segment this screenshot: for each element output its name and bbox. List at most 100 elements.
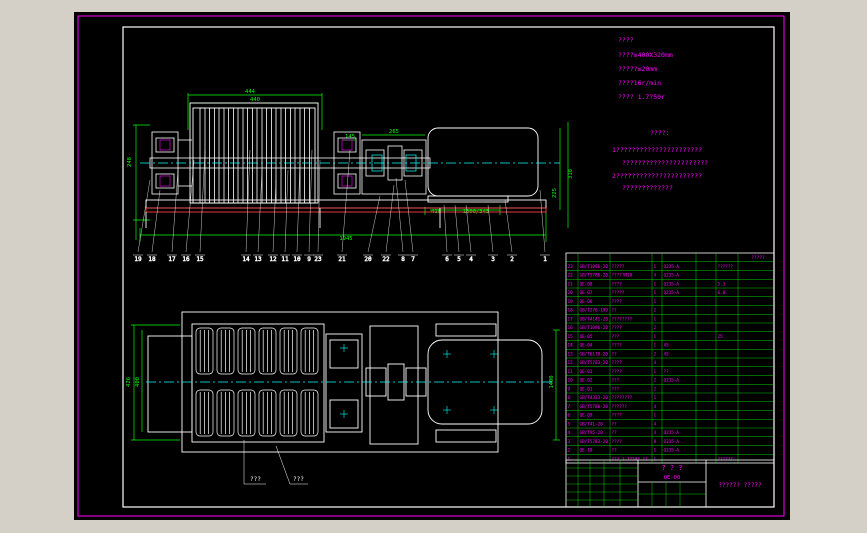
requirement-1: 1?????????????????????? bbox=[612, 146, 702, 154]
table-cell: ??? bbox=[612, 334, 620, 340]
part-balloon: 5 bbox=[457, 256, 461, 263]
title-block: ? ? ? QE-00 ?????? ????? bbox=[565, 459, 775, 508]
spec-line-4: ????16r/min bbox=[618, 79, 661, 87]
table-cell: ??? bbox=[612, 378, 620, 384]
spec-line-1: ???? bbox=[618, 36, 634, 44]
table-cell: 18 bbox=[568, 308, 574, 314]
table-cell: ???? bbox=[612, 299, 623, 305]
dim-top-440: 440 bbox=[250, 97, 260, 103]
table-cell: QE-02 bbox=[580, 378, 593, 384]
part-balloon: 21 bbox=[338, 256, 346, 263]
table-cell: 10 bbox=[568, 378, 574, 384]
table-cell: QE-08 bbox=[580, 281, 593, 287]
part-balloon: 10 bbox=[293, 256, 301, 263]
table-cell: ???? bbox=[612, 360, 623, 366]
table-cell: QE-01 bbox=[580, 386, 593, 392]
table-cell: 2 bbox=[654, 378, 657, 384]
table-cell: 1 bbox=[568, 456, 571, 462]
dim-coupling: 265 bbox=[389, 129, 399, 135]
table-cell: Q235-A bbox=[664, 264, 680, 270]
table-cell: 8 bbox=[654, 439, 657, 445]
table-cell: 6.0 bbox=[718, 290, 726, 296]
table-cell: ?? bbox=[612, 421, 618, 427]
table-cell: ???? bbox=[612, 439, 623, 445]
table-cell: QE-07 bbox=[580, 290, 593, 296]
part-balloon: 23 bbox=[314, 256, 322, 263]
table-cell: 1 bbox=[654, 395, 657, 401]
table-cell: QE-09 bbox=[580, 413, 593, 419]
top-view-callout-1: ??? bbox=[250, 476, 261, 483]
part-balloon: 15 bbox=[196, 256, 204, 263]
drawing-title: ? ? ? bbox=[661, 464, 682, 472]
table-cell: ???? bbox=[612, 281, 623, 287]
table-cell: QE-10 bbox=[580, 448, 593, 454]
table-cell: ?? bbox=[612, 430, 618, 436]
table-cell: ?? bbox=[664, 369, 670, 375]
table-cell: ?? bbox=[612, 308, 618, 314]
table-cell: 5.3 bbox=[718, 281, 726, 287]
front-view: 444 440 145 265 248 318 225 1945 1300/34… bbox=[127, 89, 574, 263]
table-cell: 1 bbox=[654, 413, 657, 419]
table-cell: Q235-A bbox=[664, 448, 680, 454]
table-cell: 1 bbox=[654, 343, 657, 349]
table-cell: Q235-A bbox=[664, 439, 680, 445]
dim-top-444: 444 bbox=[245, 89, 256, 95]
table-cell: GB/T276-199 bbox=[580, 308, 609, 314]
table-cell: ?? bbox=[612, 351, 618, 357]
requirement-4: ????????????? bbox=[622, 184, 673, 192]
table-cell: GB/T5783-20 bbox=[580, 439, 609, 445]
table-cell: QE-06 bbox=[580, 299, 593, 305]
table-cell: 4 bbox=[654, 430, 657, 436]
table-cell: ???????? bbox=[612, 316, 633, 322]
table-cell: ?????? bbox=[718, 264, 734, 270]
table-cell: 21 bbox=[568, 281, 574, 287]
table-cell: 2 bbox=[654, 386, 657, 392]
table-cell: 4 bbox=[654, 421, 657, 427]
technical-notes: ???? ????≤400X320mm ?????≤20mm ????16r/m… bbox=[612, 36, 708, 192]
dim-base-length: 1945 bbox=[339, 236, 352, 242]
part-balloon: 4 bbox=[469, 256, 473, 263]
table-cell: 6 bbox=[568, 413, 571, 419]
table-cell: ??? 1.7?50? ?? bbox=[612, 456, 649, 462]
table-cell: 1 bbox=[654, 281, 657, 287]
part-balloon: 6 bbox=[445, 256, 449, 263]
dim-right-height: 318 bbox=[568, 169, 574, 179]
requirement-2: ?????????????????????? bbox=[622, 159, 708, 167]
table-cell: 22 bbox=[568, 273, 574, 279]
table-cell: ????? bbox=[612, 264, 625, 270]
table-cell: QE-04 bbox=[580, 343, 593, 349]
table-cell: GB/T6170-20 bbox=[580, 351, 609, 357]
table-cell: Q235-A bbox=[664, 281, 680, 287]
top-view: 426 400 1400 bbox=[126, 311, 560, 485]
table-cell: 45 bbox=[664, 351, 670, 357]
table-cell: 13 bbox=[568, 351, 574, 357]
table-cell: ??? bbox=[612, 386, 620, 392]
table-cell: 1 bbox=[654, 290, 657, 296]
table-cell: GB/T4323-20 bbox=[580, 395, 609, 401]
drawing-number: QE-00 bbox=[664, 475, 681, 481]
table-cell: 11 bbox=[568, 369, 574, 375]
part-balloon: 12 bbox=[269, 256, 277, 263]
table-cell: Q235-A bbox=[664, 378, 680, 384]
spec-line-5: ???? 1.7?50r bbox=[618, 93, 665, 101]
part-balloon: 22 bbox=[382, 256, 390, 263]
table-cell: GB/T5783-20 bbox=[580, 360, 609, 366]
part-balloon: 2 bbox=[510, 256, 514, 263]
dim-top-view-left2: 400 bbox=[135, 377, 141, 387]
dim-shaft: 145 bbox=[345, 134, 355, 140]
part-balloon: 19 bbox=[134, 256, 142, 263]
table-cell: QE-05 bbox=[580, 334, 593, 340]
outer-frame bbox=[77, 15, 785, 517]
table-cell: 12 bbox=[568, 360, 574, 366]
table-cell: 1 bbox=[654, 316, 657, 322]
part-balloon: 8 bbox=[401, 256, 405, 263]
table-cell: 2 bbox=[654, 308, 657, 314]
table-cell: 4 bbox=[654, 360, 657, 366]
table-cell: 23 bbox=[568, 264, 574, 270]
table-cell: 45 bbox=[664, 343, 670, 349]
requirements-title: ????: bbox=[650, 129, 670, 137]
part-balloon: 20 bbox=[364, 256, 372, 263]
table-cell: 14 bbox=[568, 343, 574, 349]
table-cell: ???? bbox=[612, 325, 623, 331]
